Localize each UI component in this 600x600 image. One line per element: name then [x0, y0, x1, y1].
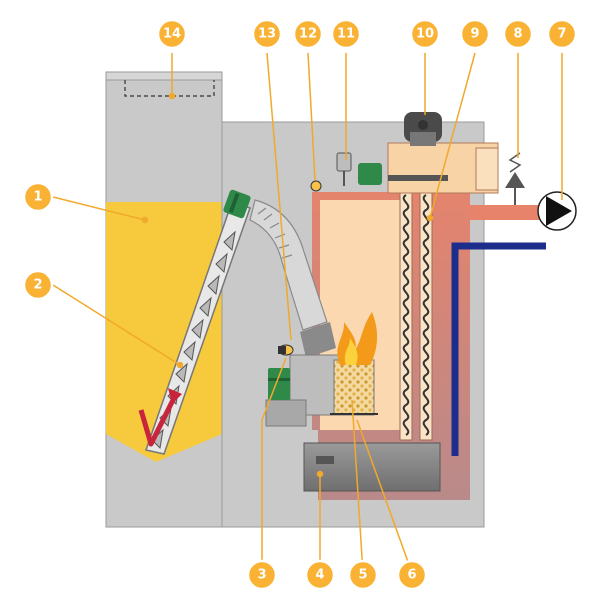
feed-hose — [249, 199, 328, 331]
callout-5: 5 — [347, 559, 379, 591]
ash-drawer — [303, 442, 441, 492]
ignition-sensor — [278, 344, 294, 356]
turbulator-rod-drive — [388, 175, 448, 181]
safety-thermostat-icon — [336, 152, 382, 186]
agitator-arrow-icon — [138, 388, 182, 447]
callout-8: 8 — [502, 18, 534, 50]
callout-9: 9 — [459, 18, 491, 50]
leader-3 — [261, 357, 287, 573]
ash-box — [303, 442, 441, 492]
temperature-sensor-icon — [310, 180, 322, 192]
callout-4: 4 — [304, 559, 336, 591]
svg-text:11: 11 — [337, 27, 355, 42]
gear-motor-icon — [223, 189, 251, 219]
flame-icon — [337, 312, 378, 365]
leader-13 — [266, 52, 292, 341]
fill-level-marker — [124, 80, 215, 97]
svg-text:14: 14 — [163, 27, 181, 42]
callouts: 1 2 3 4 5 6 7 8 — [22, 18, 578, 591]
callout-1: 1 — [22, 181, 54, 213]
burner-pot — [333, 359, 375, 416]
svg-text:8: 8 — [513, 27, 522, 42]
leader-2 — [52, 284, 181, 366]
fan-motor-icon — [404, 112, 442, 146]
callout-6: 6 — [396, 559, 428, 591]
leader-lines — [52, 52, 563, 574]
leader-5 — [351, 399, 364, 574]
svg-text:7: 7 — [557, 27, 566, 42]
callout-10: 10 — [409, 18, 441, 50]
ash-handle — [316, 456, 334, 464]
flue-outlet — [475, 147, 499, 191]
svg-text:3: 3 — [257, 568, 266, 583]
circulation-pump-icon — [537, 191, 577, 231]
svg-text:10: 10 — [416, 27, 434, 42]
return-pipe — [451, 242, 546, 456]
leader-1 — [52, 196, 146, 221]
svg-text:13: 13 — [258, 27, 276, 42]
callout-14: 14 — [156, 18, 188, 50]
flow-pipe — [470, 205, 540, 220]
leader-12 — [307, 52, 316, 181]
pellet-hopper — [105, 71, 223, 528]
svg-text:12: 12 — [299, 27, 317, 42]
turbulator-left — [402, 194, 410, 436]
pellet-fill — [106, 202, 222, 462]
svg-text:1: 1 — [33, 190, 42, 205]
drop-chute — [300, 322, 336, 358]
callout-2: 2 — [22, 269, 54, 301]
callout-3: 3 — [246, 559, 278, 591]
svg-text:5: 5 — [358, 568, 367, 583]
callout-7: 7 — [546, 18, 578, 50]
burner-unit — [265, 312, 378, 427]
burner-flange — [265, 399, 307, 427]
svg-text:6: 6 — [407, 568, 416, 583]
callout-12: 12 — [292, 18, 324, 50]
svg-text:4: 4 — [315, 568, 324, 583]
hopper-lid — [105, 71, 223, 81]
leader-6 — [356, 419, 413, 574]
leader-9 — [429, 52, 476, 219]
turbulator-right — [422, 194, 430, 436]
svg-text:9: 9 — [470, 27, 479, 42]
callout-11: 11 — [330, 18, 362, 50]
svg-text:2: 2 — [33, 278, 42, 293]
pressure-relief-valve-icon — [505, 152, 525, 205]
callout-13: 13 — [251, 18, 283, 50]
feed-hose-ribs — [257, 207, 293, 259]
